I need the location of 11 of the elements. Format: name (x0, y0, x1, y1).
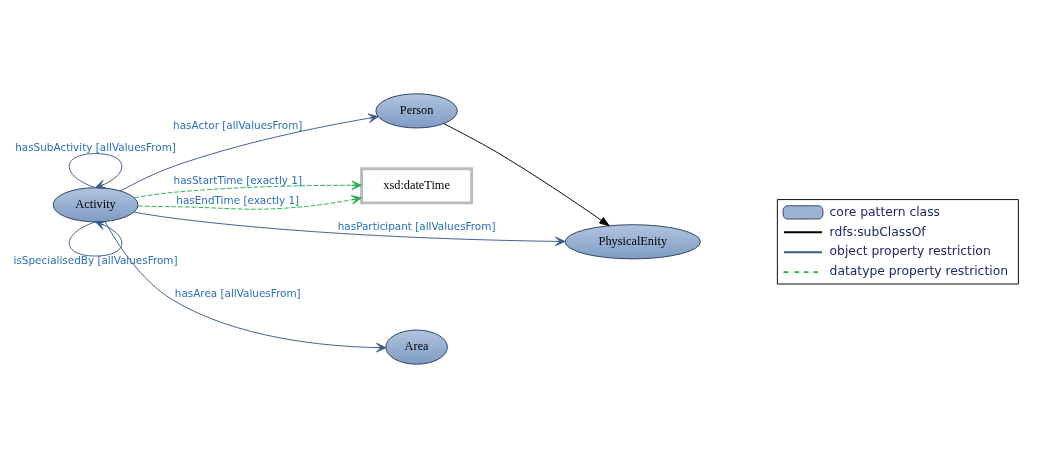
legend-label: rdfs:subClassOf (829, 224, 926, 239)
legend-label: core pattern class (829, 204, 941, 219)
edge-label: hasEndTime [exactly 1] (176, 193, 300, 206)
edge-label: hasActor [allValuesFrom] (173, 118, 303, 131)
legend-label: object property restriction (829, 244, 991, 259)
edge-label: isSpecialisedBy [allValuesFrom] (13, 254, 178, 267)
legend-label: datatype property restriction (829, 264, 1009, 279)
edge-label: hasArea [allValuesFrom] (174, 286, 301, 299)
edge-label: hasParticipant [allValuesFrom] (337, 220, 496, 233)
edge-label: hasStartTime [exactly 1] (173, 173, 302, 186)
edge-label: hasSubActivity [allValuesFrom] (15, 140, 176, 153)
